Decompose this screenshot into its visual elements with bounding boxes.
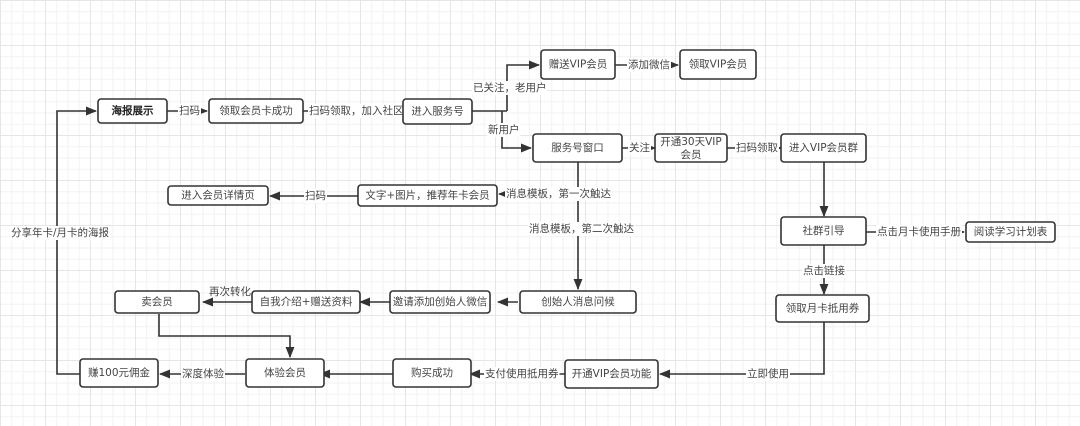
node-enter-vip-group[interactable]: 进入VIP会员群 [780, 133, 867, 163]
svg-text:邀请添加创始人微信: 邀请添加创始人微信 [393, 295, 488, 308]
node-monthly-coupon[interactable]: 领取月卡抵用券 [775, 294, 870, 323]
node-founder-greeting[interactable]: 创始人消息问候 [519, 290, 637, 314]
svg-text:立即使用: 立即使用 [747, 367, 789, 380]
edge-sell-to-experience [158, 314, 295, 359]
svg-text:扫码: 扫码 [179, 104, 200, 117]
node-open-30day-vip[interactable]: 开通30天VIP 会员 [654, 133, 728, 163]
svg-text:已关注，老用户: 已关注，老用户 [473, 81, 547, 94]
node-gift-vip[interactable]: 赠送VIP会员 [540, 49, 616, 80]
svg-text:消息模板，第一次触达: 消息模板，第一次触达 [506, 187, 611, 200]
svg-text:扫码领取，加入社区: 扫码领取，加入社区 [309, 104, 404, 117]
svg-text:点击链接: 点击链接 [803, 264, 845, 277]
svg-text:深度体验: 深度体验 [182, 367, 224, 380]
node-earn-commission[interactable]: 赚100元佣金 [79, 358, 159, 388]
svg-text:新用户: 新用户 [488, 123, 520, 136]
svg-text:扫码领取: 扫码领取 [736, 141, 778, 154]
svg-text:分享年卡/月卡的海报: 分享年卡/月卡的海报 [11, 226, 110, 239]
svg-text:支付使用抵用券: 支付使用抵用券 [485, 367, 559, 380]
edge-label-scan-receive: 扫码领取 [735, 141, 779, 155]
node-member-detail-page[interactable]: 进入会员详情页 [167, 185, 269, 206]
svg-text:文字+图片，推荐年卡会员: 文字+图片，推荐年卡会员 [365, 189, 489, 202]
node-experience-member[interactable]: 体验会员 [245, 358, 325, 388]
svg-text:赠送VIP会员: 赠送VIP会员 [549, 58, 608, 71]
svg-text:自我介绍+赠送资料: 自我介绍+赠送资料 [260, 295, 353, 308]
node-open-vip-feature[interactable]: 开通VIP会员功能 [564, 359, 659, 389]
svg-text:领取月卡抵用券: 领取月卡抵用券 [786, 302, 860, 315]
edge-label-pay-coupon: 支付使用抵用券 [484, 367, 560, 381]
edge-label-template-first: 消息模板，第一次触达 [505, 187, 612, 201]
node-receive-vip[interactable]: 领取VIP会员 [679, 49, 757, 80]
edge-label-scan-1: 扫码 [178, 104, 201, 118]
svg-text:消息模板，第二次触达: 消息模板，第二次触达 [529, 222, 634, 235]
svg-text:服务号窗口: 服务号窗口 [551, 141, 604, 154]
svg-text:点击月卡使用手册: 点击月卡使用手册 [877, 225, 961, 238]
svg-text:领取VIP会员: 领取VIP会员 [689, 58, 748, 71]
edge-label-new-user: 新用户 [487, 123, 521, 137]
svg-text:创始人消息问候: 创始人消息问候 [541, 295, 615, 308]
edge-label-click-link: 点击链接 [802, 264, 846, 278]
svg-text:进入服务号: 进入服务号 [411, 105, 464, 118]
edge-label-followed-old-user: 已关注，老用户 [472, 81, 548, 95]
edge-coupon-to-open-vip-feature [658, 322, 825, 379]
svg-text:社群引导: 社群引导 [803, 224, 845, 237]
svg-text:赚100元佣金: 赚100元佣金 [88, 366, 151, 379]
svg-text:领取会员卡成功: 领取会员卡成功 [219, 104, 293, 117]
node-community-guide[interactable]: 社群引导 [780, 216, 867, 246]
node-text-image-recommend[interactable]: 文字+图片，推荐年卡会员 [357, 184, 498, 207]
node-purchase-success[interactable]: 购买成功 [392, 358, 472, 388]
edge-to-gift-vip [506, 60, 541, 111]
node-invite-founder-wechat[interactable]: 邀请添加创始人微信 [389, 290, 491, 314]
edge-label-deep-experience: 深度体验 [181, 367, 225, 381]
svg-text:进入VIP会员群: 进入VIP会员群 [789, 141, 859, 154]
edge-label-reconvert: 再次转化 [209, 285, 251, 298]
svg-text:体验会员: 体验会员 [264, 366, 306, 379]
svg-text:海报展示: 海报展示 [112, 104, 154, 117]
edge-label-follow: 关注 [628, 141, 651, 155]
svg-text:关注: 关注 [629, 141, 650, 154]
edge-label-use-now: 立即使用 [746, 367, 790, 381]
svg-text:添加微信: 添加微信 [628, 58, 670, 71]
edge-commission-loop-to-poster [56, 106, 98, 375]
edge-label-template-second: 消息模板，第二次触达 [528, 222, 635, 236]
node-read-study-plan[interactable]: 阅读学习计划表 [965, 221, 1056, 243]
svg-text:扫码: 扫码 [305, 189, 326, 202]
node-service-account-window[interactable]: 服务号窗口 [532, 133, 623, 163]
svg-text:再次转化: 再次转化 [209, 285, 251, 298]
edge-label-click-manual: 点击月卡使用手册 [876, 225, 962, 239]
edge-label-share-poster: 分享年卡/月卡的海报 [10, 226, 111, 240]
edge-label-scan-join: 扫码领取，加入社区 [308, 104, 405, 118]
svg-text:卖会员: 卖会员 [141, 295, 173, 308]
node-enter-service-account[interactable]: 进入服务号 [402, 98, 473, 125]
svg-text:开通VIP会员功能: 开通VIP会员功能 [572, 367, 652, 380]
edge-label-scan-2: 扫码 [304, 189, 327, 203]
svg-text:会员: 会员 [681, 148, 702, 161]
node-poster-display[interactable]: 海报展示 [97, 98, 168, 124]
svg-text:进入会员详情页: 进入会员详情页 [181, 189, 255, 202]
node-sell-membership[interactable]: 卖会员 [114, 290, 200, 314]
svg-text:购买成功: 购买成功 [411, 366, 453, 379]
svg-text:阅读学习计划表: 阅读学习计划表 [974, 225, 1048, 238]
node-get-card-success[interactable]: 领取会员卡成功 [208, 98, 304, 124]
svg-text:开通30天VIP: 开通30天VIP [660, 136, 721, 148]
edge-label-add-wechat: 添加微信 [627, 58, 671, 72]
node-self-intro-gift[interactable]: 自我介绍+赠送资料 [251, 290, 361, 314]
